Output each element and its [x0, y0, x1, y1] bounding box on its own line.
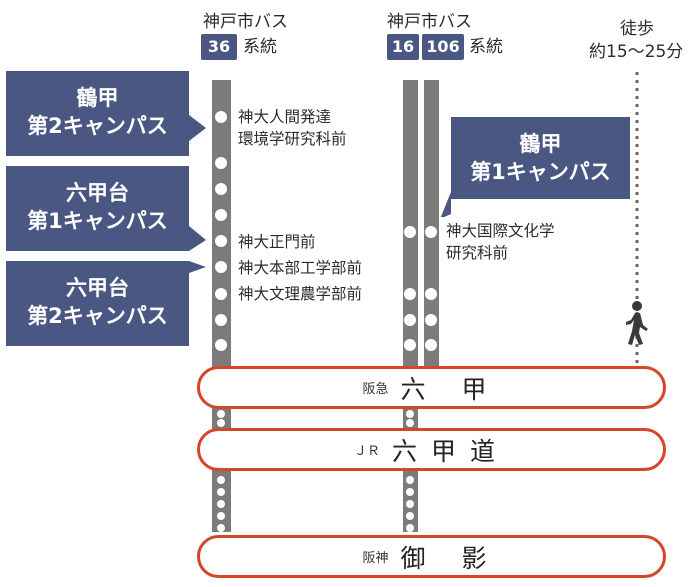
stop-dot — [406, 476, 414, 484]
campus-callout-tsurukabuto-1 — [440, 117, 630, 217]
stop-dot — [217, 419, 225, 427]
stop-dot — [215, 111, 227, 123]
stop-label: 環境学研究科前 — [238, 130, 347, 148]
stop-label: 神大正門前 — [238, 233, 316, 251]
station-jr-rokkomichi: ＪＲ 六甲道 — [197, 428, 666, 471]
stop-dot — [215, 235, 227, 247]
stop-dot — [406, 500, 414, 508]
stop-dot — [215, 261, 227, 273]
campus-sub: 第2キャンパス — [27, 114, 168, 138]
stop-dot — [217, 476, 225, 484]
stop-dot — [406, 524, 414, 532]
bus36-suffix: 系統 — [243, 37, 277, 57]
stop-dot — [217, 500, 225, 508]
stop-dot — [217, 524, 225, 532]
stop-dot — [406, 419, 414, 427]
station-line: 阪神 — [362, 551, 389, 566]
route-106-badge: 106 — [422, 34, 464, 60]
bus16-106-suffix: 系統 — [469, 37, 503, 57]
station-line: ＪＲ — [353, 444, 380, 459]
campus-callout-rokkodai-2 — [6, 261, 206, 346]
stop-label: 神大人間発達 — [238, 108, 332, 126]
campus-sub: 第2キャンパス — [27, 304, 168, 328]
stop-dot — [425, 288, 437, 300]
campus-label-tsurukabuto-1: 鶴甲 第1キャンパス — [451, 130, 630, 186]
bus16-106-operator: 神戸市バス — [387, 12, 472, 32]
stop-dot — [406, 512, 414, 520]
stop-dot — [425, 339, 437, 351]
station-hanshin-mikage: 阪神 御 影 — [197, 535, 666, 578]
campus-callout-tsurukabuto-2 — [6, 71, 206, 156]
stop-dot — [425, 226, 437, 238]
stop-dot — [215, 209, 227, 221]
walk-label: 徒歩 — [620, 19, 654, 39]
station-name: 六 甲 — [400, 374, 501, 404]
campus-sub: 第1キャンパス — [27, 209, 168, 233]
stop-dot — [425, 314, 437, 326]
stop-label: 神大本部工学部前 — [238, 259, 363, 277]
route-36-badge: 36 — [201, 34, 237, 60]
campus-callout-rokkodai-1 — [6, 166, 206, 251]
campus-label-rokkodai-1: 六甲台 第1キャンパス — [6, 179, 189, 235]
station-name: 御 影 — [400, 543, 501, 573]
campus-label-tsurukabuto-2: 鶴甲 第2キャンパス — [6, 84, 189, 140]
stop-label: 研究科前 — [446, 244, 509, 262]
station-line: 阪急 — [362, 382, 389, 397]
stop-label: 神大文理農学部前 — [238, 285, 363, 303]
stop-dot — [404, 288, 416, 300]
stop-dot — [217, 488, 225, 496]
campus-name: 鶴甲 — [519, 132, 562, 156]
campus-name: 六甲台 — [66, 181, 129, 205]
campus-sub: 第1キャンパス — [470, 160, 611, 184]
stop-dot — [406, 410, 414, 418]
walking-person-icon — [626, 301, 648, 345]
campus-label-rokkodai-2: 六甲台 第2キャンパス — [6, 274, 189, 330]
stop-dot — [406, 488, 414, 496]
campus-name: 鶴甲 — [76, 86, 119, 110]
stop-dot — [215, 288, 227, 300]
stop-dot — [215, 183, 227, 195]
campus-name: 六甲台 — [66, 276, 129, 300]
stop-dot — [404, 339, 416, 351]
walk-time: 約15〜25分 — [589, 42, 684, 62]
stop-dot — [404, 314, 416, 326]
stop-dot — [404, 226, 416, 238]
station-hankyu-rokko: 阪急 六 甲 — [197, 366, 666, 409]
bus36-operator: 神戸市バス — [203, 12, 288, 32]
route-16-badge: 16 — [387, 34, 419, 60]
station-name: 六甲道 — [392, 436, 510, 466]
stop-label: 神大国際文化学 — [446, 222, 555, 240]
stop-dot — [215, 339, 227, 351]
stop-dot — [217, 512, 225, 520]
stop-dot — [217, 410, 225, 418]
stop-dot — [215, 314, 227, 326]
stop-dot — [215, 157, 227, 169]
